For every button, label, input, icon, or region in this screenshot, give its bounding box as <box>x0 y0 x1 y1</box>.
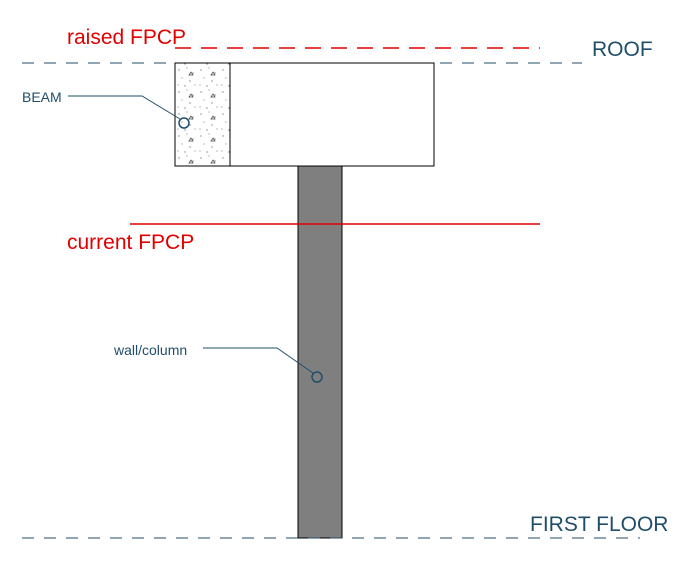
beam-leader-marker <box>178 117 190 129</box>
roof-label: ROOF <box>592 38 653 61</box>
wall-column-label: wall/column <box>113 342 187 358</box>
beam-leader-line <box>68 95 181 120</box>
first-floor-label: FIRST FLOOR <box>530 513 668 536</box>
current-fpcp-label: current FPCP <box>67 231 194 254</box>
wall-column-leader-marker <box>311 371 323 383</box>
beam-concrete-section <box>174 62 231 167</box>
wall-column-leader-line <box>203 347 314 374</box>
beam-label: BEAM <box>22 89 62 105</box>
raised-fpcp-label: raised FPCP <box>67 26 186 49</box>
wall-column <box>297 165 343 539</box>
